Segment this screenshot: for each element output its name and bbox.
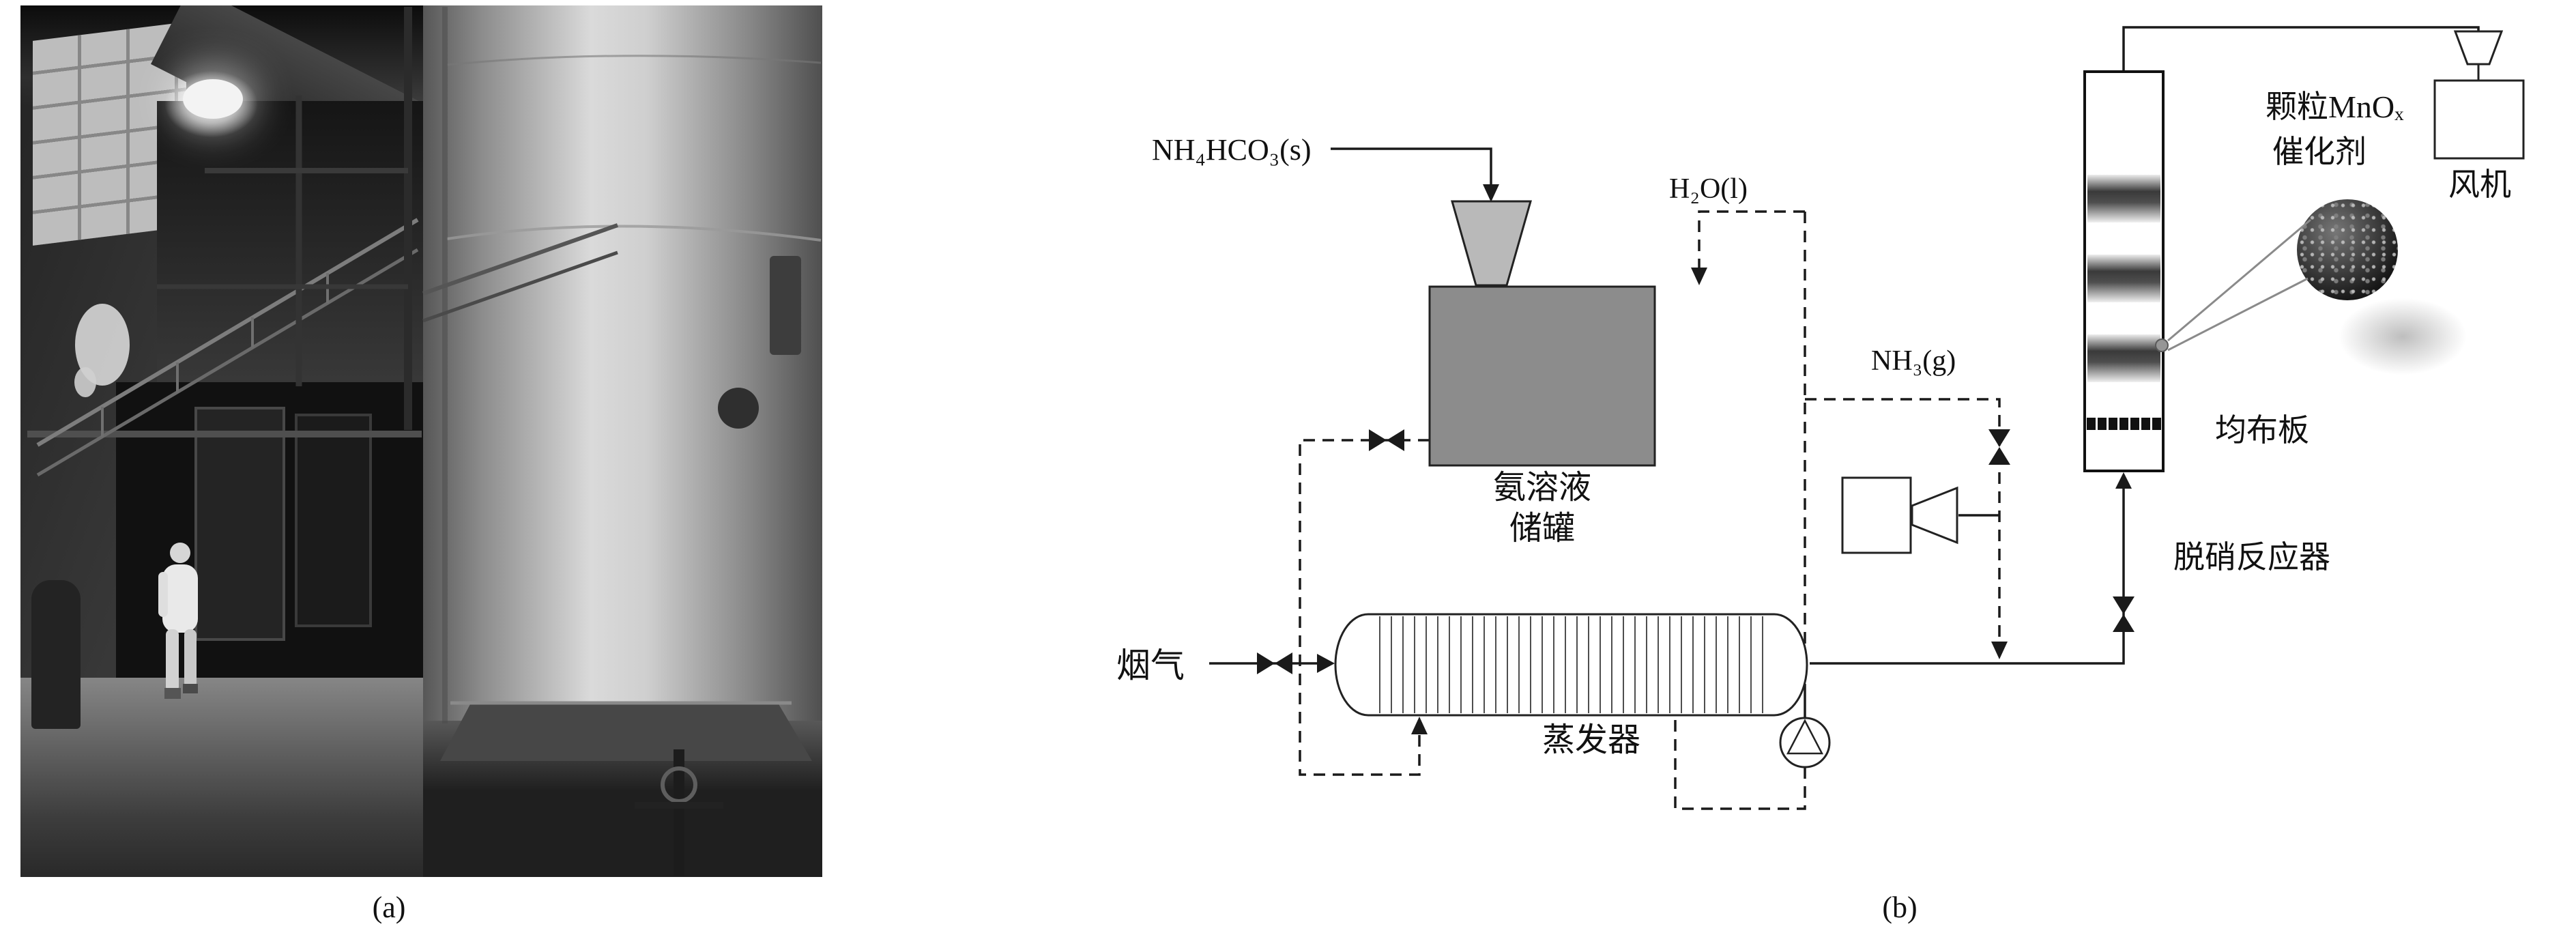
label-catalyst-line2: 催化剂 <box>2272 134 2367 169</box>
label-distribution-plate: 均布板 <box>2215 413 2309 448</box>
arrow-into-hopper-icon <box>1483 184 1499 202</box>
catalyst-particle-magnified <box>2297 199 2398 300</box>
ammonia-solution-tank <box>1428 285 1656 467</box>
photo-door <box>194 407 285 641</box>
reactor-inlet-valve-icon <box>2113 596 2134 632</box>
ammonia-gas-line <box>1805 398 2001 644</box>
photo-white-suit <box>75 304 130 386</box>
label-catalyst-line1: 颗粒MnOₓ <box>2266 89 2404 124</box>
denitration-reactor-column <box>2083 70 2165 472</box>
reactor-outlet-line <box>2122 26 2480 72</box>
label-ammonia-gas: NH₃(g) <box>1871 345 1956 377</box>
magnifier-callout <box>2155 218 2311 352</box>
catalyst-ball-shadow <box>2317 285 2488 388</box>
photo-large-vessel <box>423 5 822 739</box>
label-water: H₂O(l) <box>1669 173 1748 205</box>
photo-vessel-skirt <box>440 703 812 761</box>
label-tank-line2: 储罐 <box>1509 510 1575 547</box>
blower-icon <box>1841 476 1958 554</box>
catalyst-sample-dot <box>2155 339 2169 352</box>
photo-gas-bottle <box>31 580 81 729</box>
photo-lamp <box>183 79 243 119</box>
catalyst-bed <box>2087 175 2160 222</box>
water-feed-line <box>1698 210 1805 270</box>
photo-machinery <box>157 101 450 405</box>
worker-figure <box>158 543 198 699</box>
evaporator-vessel <box>1334 613 1808 717</box>
arrow-into-evaporator-bottom-icon <box>1411 717 1428 734</box>
feed-hopper <box>1451 200 1532 287</box>
solution-valve-icon <box>1369 429 1404 451</box>
solution-feed-line <box>1299 439 1430 776</box>
photo-floor <box>20 678 447 877</box>
arrow-into-reactor-icon <box>2115 472 2132 489</box>
label-fan: 风机 <box>2448 167 2511 202</box>
flue-inlet-valve-icon <box>1257 652 1292 674</box>
valves <box>1257 429 2134 674</box>
nh4hco3-feed-line <box>1331 147 1492 192</box>
arrow-nh3-into-duct-icon <box>1991 642 2008 659</box>
arrow-into-evaporator-icon <box>1317 654 1335 673</box>
caption-b: (b) <box>1882 891 1917 924</box>
arrow-water-into-tank-icon <box>1691 268 1707 285</box>
dashed-process-lines <box>1299 210 2001 810</box>
label-evaporator: 蒸发器 <box>1542 722 1640 758</box>
pump-recirculation-line <box>1674 718 1806 810</box>
nh3-valve-icon <box>1988 429 2010 465</box>
catalyst-bed <box>2087 255 2160 302</box>
flow-arrows <box>1317 184 2132 734</box>
label-nh4hco3: NH₄HCO₃(s) <box>1152 133 1312 167</box>
label-reactor: 脱硝反应器 <box>2173 540 2330 575</box>
flue-gas-to-reactor-line <box>1810 486 2125 665</box>
solid-process-lines <box>1209 26 2480 718</box>
label-tank-line1: 氨溶液 <box>1493 470 1591 506</box>
label-flue-gas: 烟气 <box>1116 646 1185 685</box>
distribution-plate <box>2087 418 2161 430</box>
evaporator-tubes <box>1379 616 1763 713</box>
pump-icon <box>1779 717 1831 768</box>
caption-a: (a) <box>373 891 406 924</box>
fan-icon <box>2433 30 2525 160</box>
photo-details <box>27 7 822 876</box>
photo-door <box>295 414 372 627</box>
catalyst-bed <box>2087 334 2160 382</box>
